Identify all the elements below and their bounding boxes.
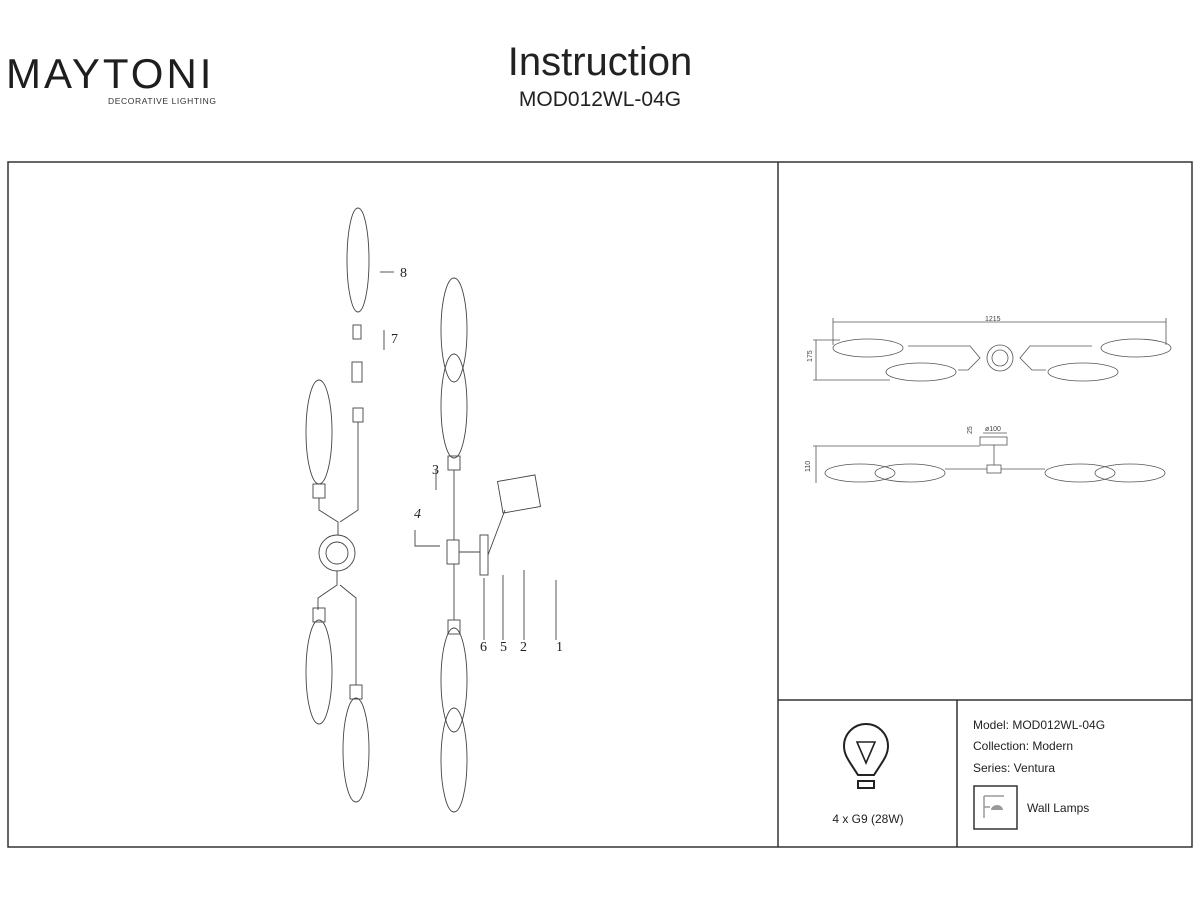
assembly-front-view (305, 207, 557, 813)
part-3: 3 (432, 463, 439, 478)
brand-tagline: DECORATIVE LIGHTING (108, 96, 217, 106)
dim-width: 1215 (985, 316, 1001, 323)
part-2: 2 (520, 640, 527, 655)
dim-height: 110 (805, 461, 812, 472)
model-code: MOD012WL-04G (518, 88, 682, 111)
spec-model: Model: MOD012WL-04G (973, 718, 1106, 732)
bulb-spec: 4 x G9 (28W) (832, 812, 904, 826)
spec-collection: Collection: Modern (973, 739, 1074, 753)
spec-type: Wall Lamps (1027, 801, 1090, 815)
top-view-drawing (813, 318, 1172, 382)
wall-lamp-icon (973, 785, 1018, 830)
dim-base-height: 25 (967, 426, 974, 434)
page-title: Instruction (507, 40, 693, 84)
part-5: 5 (500, 640, 507, 655)
brand-logo: MAYTONI (6, 50, 215, 97)
part-1: 1 (556, 640, 563, 655)
dim-base-diameter: ø100 (985, 426, 1001, 433)
part-8: 8 (400, 266, 407, 281)
dim-depth: 175 (807, 350, 814, 362)
spec-series: Series: Ventura (973, 761, 1056, 775)
part-number-labels: 1 2 5 6 3 4 7 8 (391, 266, 563, 655)
bulb-icon (842, 723, 890, 789)
part-4: 4 (414, 507, 421, 522)
part-6: 6 (480, 640, 487, 655)
frame (7, 161, 1193, 848)
part-7: 7 (391, 332, 398, 347)
side-view-drawing (813, 432, 1166, 483)
